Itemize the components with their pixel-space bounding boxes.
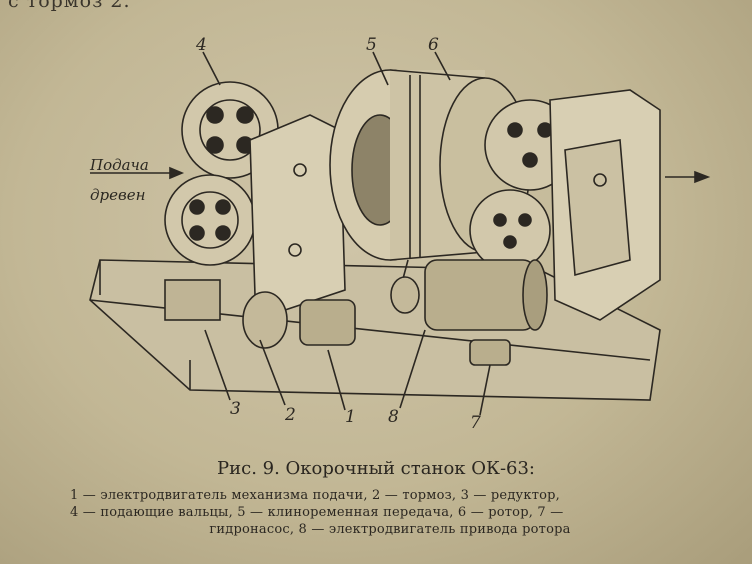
callout-5: 5 (366, 35, 377, 55)
feed-motor (242, 291, 356, 349)
callout-1: 1 (345, 407, 356, 427)
rotor-drive-motor (390, 259, 548, 331)
feed-arrow-head (169, 166, 185, 180)
callout-6: 6 (428, 35, 439, 55)
callout-4: 4 (195, 35, 207, 55)
rotor (329, 69, 531, 261)
legend-line-3: гидронасос, 8 — электродвигатель привода… (209, 522, 571, 537)
callout-7: 7 (470, 413, 481, 430)
callout-2: 2 (284, 405, 296, 425)
feed-label: Подача древен (90, 150, 149, 210)
output-arrow-head (694, 170, 711, 184)
legend-line-2: 4 — подающие вальцы, 5 — клиноременная п… (70, 505, 564, 520)
feed-label-line1: Подача (90, 156, 149, 174)
hydraulic-pump (469, 339, 511, 366)
machine-illustration: 4 5 6 3 2 1 8 7 (70, 30, 730, 430)
figure-legend: 1 — электродвигатель механизма подачи, 2… (70, 487, 710, 538)
legend-line-1: 1 — электродвигатель механизма подачи, 2… (70, 488, 560, 503)
feed-label-line2: древен (90, 186, 146, 204)
callout-8: 8 (388, 407, 399, 427)
top-text-fragment: с тормоз 2. (8, 0, 131, 12)
reducer (164, 279, 221, 321)
callout-3: 3 (230, 399, 241, 419)
figure-caption: Рис. 9. Окорочный станок ОК-63: (217, 458, 535, 479)
